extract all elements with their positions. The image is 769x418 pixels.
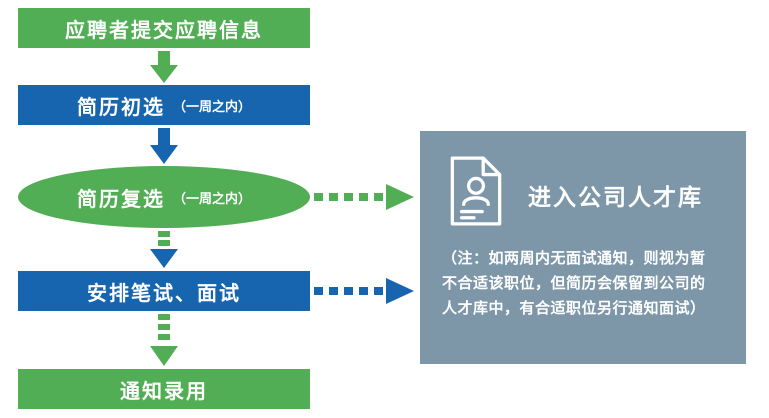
step-submit-label: 应聘者提交应聘信息: [65, 19, 263, 42]
step-notify-label: 通知录用: [120, 380, 208, 403]
step-arrange-label: 安排笔试、面试: [87, 282, 241, 305]
step-second-label: 简历复选: [76, 188, 165, 211]
talent-pool-panel: 进入公司人才库 （注：如两周内无面试通知，则视为暂 不合适该职位，但简历会保留到…: [420, 131, 746, 364]
down-arrow-dashed-blue: [150, 231, 178, 268]
step-initial-note: （一周之内）: [172, 98, 251, 114]
step-arrange-tests-interview: 安排笔试、面试: [18, 271, 310, 311]
step-resume-second-screening: 简历复选 （一周之内）: [18, 166, 310, 228]
step-resume-initial-screening: 简历初选 （一周之内）: [18, 85, 310, 125]
talent-pool-title: 进入公司人才库: [528, 184, 703, 210]
right-arrow-dashed-green: [314, 184, 414, 210]
step-initial-label: 简历初选: [76, 96, 165, 119]
document-person-icon: [450, 156, 502, 226]
step-notify-employment: 通知录用: [18, 369, 310, 409]
down-arrow-dashed-green: [150, 314, 178, 366]
down-arrow-solid-blue: [150, 128, 178, 164]
talent-pool-note: （注：如两周内无面试通知，则视为暂 不合适该职位，但简历会保留到公司的 人才库中…: [442, 250, 706, 317]
step-second-note: （一周之内）: [172, 190, 251, 206]
down-arrow-solid-green: [150, 51, 178, 83]
right-arrow-dashed-blue: [314, 278, 414, 304]
step-submit-application: 应聘者提交应聘信息: [18, 8, 310, 48]
